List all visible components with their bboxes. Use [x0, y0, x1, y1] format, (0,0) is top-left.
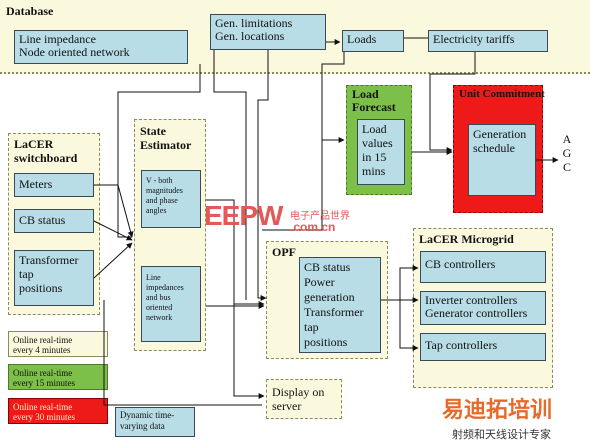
loads-box: Loads — [342, 30, 404, 52]
state-estimator-title: State Estimator — [140, 124, 191, 152]
line-imp-line1: Line — [146, 273, 161, 282]
transformer-box: Transformer tap positions — [14, 250, 94, 306]
load-values-line3: in 15 — [362, 150, 387, 164]
tap-controllers-label: Tap controllers — [425, 338, 498, 352]
dynamic-data-box: Dynamic time- varying data — [115, 407, 195, 437]
opf-line2: Power — [304, 275, 335, 289]
opf-title: OPF — [272, 245, 296, 259]
display-line1: Display on — [272, 385, 325, 399]
eepw-cn-watermark: 电子产品世界 — [290, 211, 350, 222]
inverter-generator-box: Inverter controllers Generator controlle… — [420, 291, 546, 325]
voltage-line3: and phase — [146, 196, 178, 205]
load-forecast-title-line1: Load — [352, 87, 379, 101]
switchboard-title: LaCER switchboard — [14, 137, 77, 165]
positions-label: positions — [19, 281, 63, 295]
microgrid-title: LaCER Microgrid — [419, 232, 514, 246]
gen-limitations-label: Gen. limitations — [215, 16, 293, 30]
line-imp-line4: oriented — [146, 303, 173, 312]
line-impedance-bus-box: Line impedances and bus oriented network — [141, 266, 201, 342]
load-forecast-title: Load Forecast — [352, 88, 396, 114]
legend-green-line2: every 15 minutes — [13, 378, 75, 388]
schedule-label: schedule — [473, 141, 515, 155]
load-values-line1: Load — [362, 122, 387, 136]
legend-red-line1: Online real-time — [13, 402, 73, 412]
legend-green: Online real-time every 15 minutes — [8, 364, 108, 390]
database-title: Database — [6, 4, 54, 18]
inverter-controllers-label: Inverter controllers — [425, 293, 518, 307]
cb-controllers-label: CB controllers — [425, 257, 496, 271]
line-imp-line3: and bus — [146, 293, 171, 302]
node-network-label: Node oriented network — [19, 45, 130, 59]
legend-green-line1: Online real-time — [13, 368, 73, 378]
eepw-watermark: EEPW — [204, 200, 283, 231]
load-values-box: Load values in 15 mins — [357, 119, 405, 185]
agc-g: G — [562, 146, 572, 160]
cb-status-label: CB status — [19, 213, 66, 227]
voltage-box: V - both magnitudes and phase angles — [141, 170, 201, 228]
voltage-line1: V - both — [146, 176, 173, 185]
tap-controllers-box: Tap controllers — [420, 333, 546, 361]
line-imp-line5: network — [146, 313, 173, 322]
display-server-box: Display on server — [266, 379, 342, 419]
display-line2: server — [272, 399, 302, 413]
generation-label: Generation — [473, 127, 527, 141]
legend-red: Online real-time every 30 minutes — [8, 398, 108, 424]
opf-line3: generation — [304, 290, 355, 304]
loads-label: Loads — [347, 32, 377, 46]
generation-schedule-box: Generation schedule — [468, 124, 536, 196]
line-imp-line2: impedances — [146, 283, 184, 292]
switchboard-title-line1: LaCER — [14, 137, 54, 151]
cb-status-box: CB status — [14, 209, 94, 233]
voltage-line4: angles — [146, 206, 167, 215]
cb-controllers-box: CB controllers — [420, 251, 546, 283]
opf-outputs-box: CB status Power generation Transformer t… — [299, 257, 381, 353]
agc-label: A G C — [561, 132, 573, 174]
transformer-label: Transformer — [19, 253, 79, 267]
state-estimator-title-line2: Estimator — [140, 138, 192, 152]
gen-box: Gen. limitations Gen. locations — [210, 14, 326, 50]
gen-locations-label: Gen. locations — [215, 29, 285, 43]
agc-a: A — [562, 132, 572, 146]
load-forecast-title-line2: Forecast — [352, 100, 396, 114]
line-impedance-label: Line impedance — [19, 32, 96, 46]
legend-red-line2: every 30 minutes — [13, 412, 75, 422]
legend-yellow-line1: Online real-time — [13, 335, 73, 345]
voltage-line2: magnitudes — [146, 186, 183, 195]
opf-line4: Transformer — [304, 305, 364, 319]
switchboard-title-line2: switchboard — [14, 151, 78, 165]
state-estimator-title-line1: State — [140, 124, 166, 138]
opf-line6: positions — [304, 335, 348, 349]
electricity-tariffs-box: Electricity tariffs — [428, 30, 548, 52]
dynamic-line1: Dynamic time- — [120, 410, 175, 420]
meters-label: Meters — [19, 177, 53, 191]
legend-yellow-line2: every 4 minutes — [13, 345, 71, 355]
electricity-tariffs-label: Electricity tariffs — [433, 32, 515, 46]
dynamic-line2: varying data — [120, 421, 165, 431]
agc-c: C — [562, 160, 571, 174]
load-values-line2: values — [362, 136, 393, 150]
site-sub-watermark: 射频和天线设计专家 — [452, 428, 551, 441]
site-watermark: 易迪拓培训 — [442, 398, 553, 423]
load-values-line4: mins — [362, 164, 386, 178]
legend-yellow: Online real-time every 4 minutes — [8, 331, 108, 357]
meters-box: Meters — [14, 173, 94, 197]
eepw-url-watermark: .com.cn — [290, 220, 336, 234]
tap-label: tap — [19, 267, 34, 281]
line-impedance-box: Line impedance Node oriented network — [14, 30, 188, 64]
opf-line5: tap — [304, 320, 319, 334]
generator-controllers-label: Generator controllers — [425, 306, 528, 320]
opf-line1: CB status — [304, 260, 351, 274]
unit-commitment-title: Unit Commitment — [459, 88, 545, 100]
